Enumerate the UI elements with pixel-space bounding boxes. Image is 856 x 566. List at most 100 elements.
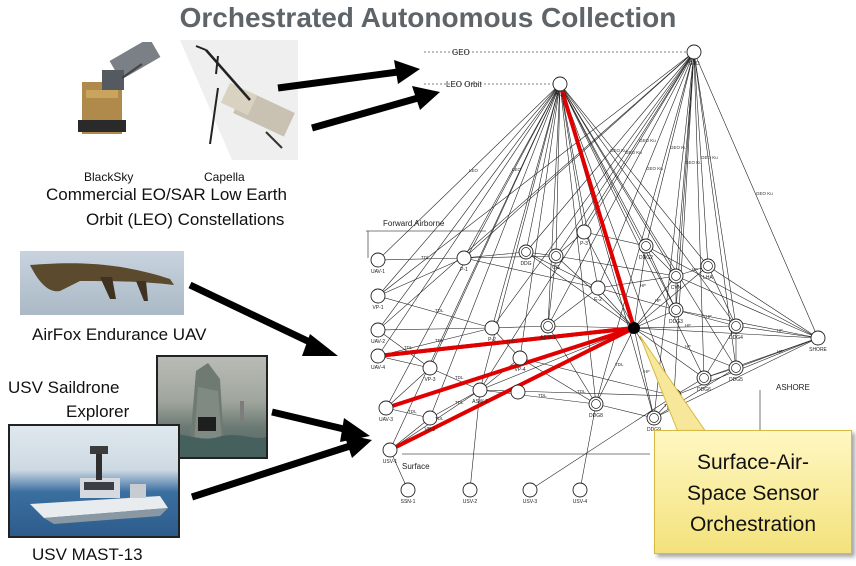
link-vp4-mc11 <box>519 357 597 405</box>
link-p1-e2 <box>463 257 599 289</box>
airfox-caption: AirFox Endurance UAV <box>32 325 207 344</box>
link-geo-uav2 <box>377 51 695 331</box>
node-mc9 <box>696 370 712 386</box>
node-label-ssn1: SSN-1 <box>401 499 416 505</box>
node-mc5-inner <box>703 261 713 271</box>
node-asw2 <box>472 382 488 398</box>
node-asw3 <box>510 384 526 400</box>
node-p2 <box>484 320 500 336</box>
node-geo <box>686 44 702 60</box>
layer-label-geo: GEO <box>452 48 470 57</box>
node-mc7-inner <box>731 321 741 331</box>
link-leo-uav1 <box>377 83 561 261</box>
link-uav4-p2 <box>377 327 493 357</box>
link-geo-mc10 <box>673 51 695 397</box>
link-hub-mc4 <box>633 275 677 329</box>
link-label-23: HF <box>644 369 650 374</box>
link-leo-vp1 <box>377 83 561 297</box>
node-label-geo: GEO <box>688 61 699 67</box>
arrow-capella-to-geo-head <box>394 60 420 84</box>
node-mc3-inner <box>641 241 651 251</box>
link-hub-mc5 <box>633 265 709 329</box>
link-label-31: GEO Ku <box>646 166 663 171</box>
link-label-11: TDL <box>408 409 417 414</box>
node-mc7 <box>728 318 744 334</box>
link-leo-mc7 <box>559 83 737 327</box>
node-vp1 <box>370 288 386 304</box>
link-geo-asw1 <box>547 51 695 327</box>
node-label-ssn3: USV-3 <box>523 499 538 505</box>
node-mc1 <box>518 244 534 260</box>
link-leo-vp4 <box>519 83 561 359</box>
link-label-22: HF <box>706 314 712 319</box>
node-label-mc9: DDG6 <box>697 387 711 393</box>
node-label-uav1: UAV-1 <box>371 269 385 275</box>
node-usv <box>382 442 398 458</box>
link-label-29: TDL <box>577 389 586 394</box>
link-shore-mc4 <box>675 275 819 339</box>
link-hub-mc7 <box>633 325 737 329</box>
link-label-6: LEO <box>469 168 479 173</box>
node-label-usv: USV-1 <box>383 459 398 465</box>
red-link-uav3 <box>385 326 635 410</box>
node-mc3 <box>638 238 654 254</box>
link-e2-mc4 <box>597 275 677 289</box>
link-hub-mc3 <box>633 245 647 329</box>
layer-label-surface: Surface <box>402 462 430 471</box>
link-geo-mc2 <box>555 51 695 257</box>
link-label-9: TDL <box>404 345 413 350</box>
link-asw1-e2 <box>547 287 599 327</box>
link-leo-mc2 <box>555 83 561 257</box>
link-shore-hub <box>633 327 819 339</box>
link-leo-mc9 <box>559 83 705 379</box>
link-e2-mc6 <box>597 287 677 311</box>
node-label-mc1: DDG <box>520 261 531 267</box>
link-geo-mc4 <box>675 51 695 277</box>
link-label-30: GEO Ku <box>639 138 656 143</box>
arrow-uav <box>188 281 320 350</box>
node-label-mc3: DDG2 <box>639 255 653 261</box>
link-label-1: GEO Ku <box>685 160 702 165</box>
link-leo-mc10 <box>559 83 675 397</box>
link-hub-p3 <box>583 231 635 329</box>
node-mc6 <box>668 302 684 318</box>
node-label-p2: P-2 <box>488 337 496 343</box>
link-label-15: TDL <box>506 339 515 344</box>
node-label-ssn4: USV-4 <box>573 499 588 505</box>
node-label-mc5: LHA <box>703 275 713 281</box>
link-leo-asw2 <box>479 83 561 391</box>
link-leo-e2 <box>559 83 599 289</box>
link-mc11-ssn4 <box>579 403 597 491</box>
node-label-mc11: DDG8 <box>589 413 603 419</box>
link-label-2: GEO Ku <box>756 191 773 196</box>
link-vp4-mc10 <box>519 357 675 397</box>
node-mc8-inner <box>731 363 741 373</box>
mast-caption: USV MAST-13 <box>32 545 143 564</box>
node-layer: GEOP-8SHOREUAV-1VP-1UAV-2UAV-4UAV-3USV-1… <box>370 44 828 505</box>
node-mc12-inner <box>649 413 659 423</box>
node-mc6-inner <box>671 305 681 315</box>
page-title: Orchestrated Autonomous Collection <box>179 2 677 33</box>
saildrone-caption-line2: Explorer <box>66 402 130 421</box>
link-label-21: HF <box>777 328 783 333</box>
link-geo-shore <box>693 51 819 339</box>
node-vp3 <box>422 360 438 376</box>
node-mc2-inner <box>551 251 561 261</box>
blacksky-caption: BlackSky <box>84 170 134 184</box>
layer-label-leo: LEO Orbit <box>446 80 482 89</box>
node-label-mc8: DDG5 <box>729 377 743 383</box>
link-geo-mc11 <box>595 51 695 405</box>
node-mc8 <box>728 360 744 376</box>
mast13-boat-image <box>8 424 180 538</box>
node-label-asw1: ASW-1 <box>540 335 556 341</box>
link-leo-asw1 <box>547 83 561 327</box>
link-label-19: HF <box>685 323 691 328</box>
link-uav1-p1 <box>377 257 465 261</box>
node-uav4 <box>370 348 386 364</box>
link-leo-uav2 <box>377 83 561 331</box>
orchestration-callout: Surface-Air- Space Sensor Orchestration <box>654 430 852 554</box>
link-leo-usv <box>389 83 561 451</box>
node-mc4-inner <box>671 271 681 281</box>
node-label-vp1: VP-1 <box>372 305 383 311</box>
